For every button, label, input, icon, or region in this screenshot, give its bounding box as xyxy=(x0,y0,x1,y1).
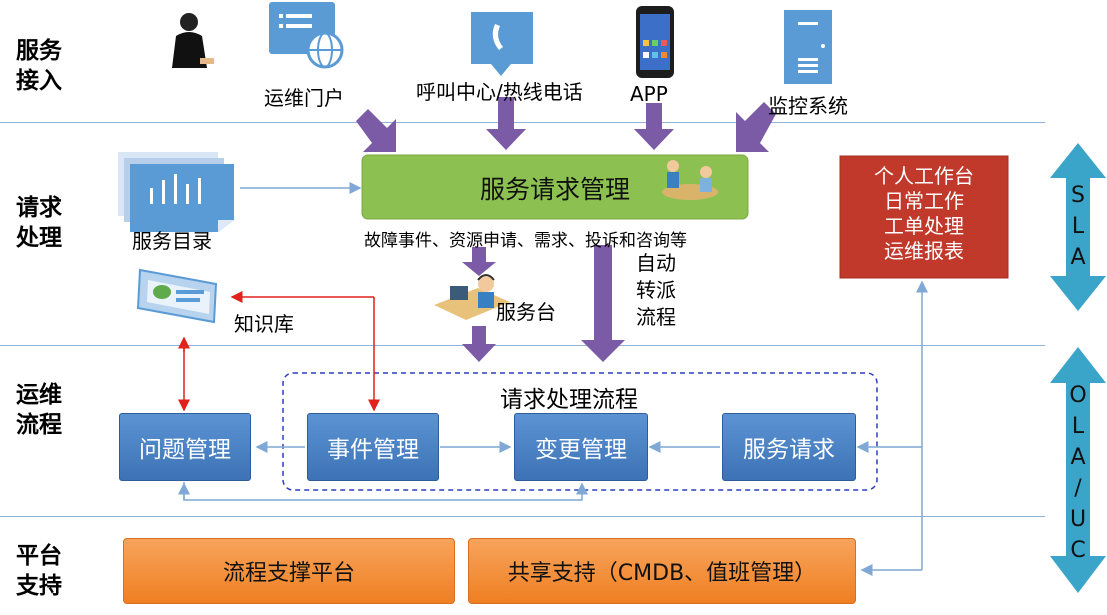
workbench-line-4: 运维报表 xyxy=(884,239,964,263)
request-mgmt-box xyxy=(361,154,749,220)
separator-2 xyxy=(0,345,1045,346)
workbench-box xyxy=(839,155,1009,279)
request-mgmt-title: 服务请求管理 xyxy=(479,175,630,204)
row-label-platform: 平台 支持 xyxy=(16,543,62,599)
ola-uc-arrow xyxy=(1050,347,1106,593)
row-label-ops: 运维 流程 xyxy=(16,382,62,438)
meeting-icon xyxy=(662,160,718,200)
service-desk-icon xyxy=(434,274,510,320)
channel-portal-label: 运维门户 xyxy=(264,86,344,110)
workbench-line-1: 个人工作台 xyxy=(874,164,974,188)
separator-3 xyxy=(0,516,1045,517)
workbench-line-2: 日常工作 xyxy=(884,189,964,213)
incident-mgmt-box[interactable]: 事件管理 xyxy=(307,413,439,481)
row-label-access: 服务 接入 xyxy=(16,38,62,94)
request-types-text: 故障事件、资源申请、需求、投诉和咨询等 xyxy=(364,231,687,251)
channel-app-label: APP xyxy=(630,82,668,106)
knowledge-base-label: 知识库 xyxy=(234,312,294,336)
sla-label: S L A xyxy=(1070,183,1086,270)
catalog-icon xyxy=(118,152,234,232)
channel-arrows xyxy=(356,97,776,152)
process-platform-box[interactable]: 流程支撑平台 xyxy=(123,538,455,604)
channel-callcenter-label: 呼叫中心/热线电话 xyxy=(416,80,583,104)
portal-icon xyxy=(269,2,344,69)
workbench-line-3: 工单处理 xyxy=(884,214,964,238)
sla-arrow xyxy=(1050,143,1106,311)
server-icon xyxy=(784,10,832,84)
problem-mgmt-box[interactable]: 问题管理 xyxy=(119,413,251,481)
separator-1 xyxy=(0,122,1045,123)
auto-dispatch-label: 自动 转派 流程 xyxy=(636,251,676,329)
knowledge-base-icon xyxy=(136,268,218,324)
flow-title: 请求处理流程 xyxy=(500,387,638,413)
user-icon xyxy=(172,13,214,68)
shared-support-box[interactable]: 共享支持（CMDB、值班管理） xyxy=(468,538,856,604)
row-label-request: 请求 处理 xyxy=(16,195,62,251)
workbench-text: 个人工作台 日常工作 工单处理 运维报表 xyxy=(840,164,1008,264)
service-desk-label: 服务台 xyxy=(496,300,556,324)
channel-monitor-label: 监控系统 xyxy=(768,94,848,118)
change-mgmt-box[interactable]: 变更管理 xyxy=(514,413,648,481)
phone-icon xyxy=(471,12,533,76)
smartphone-icon xyxy=(636,6,674,78)
catalog-label: 服务目录 xyxy=(132,229,212,253)
ola-uc-label: O L A / U C xyxy=(1069,383,1087,563)
service-request-box[interactable]: 服务请求 xyxy=(722,413,856,481)
